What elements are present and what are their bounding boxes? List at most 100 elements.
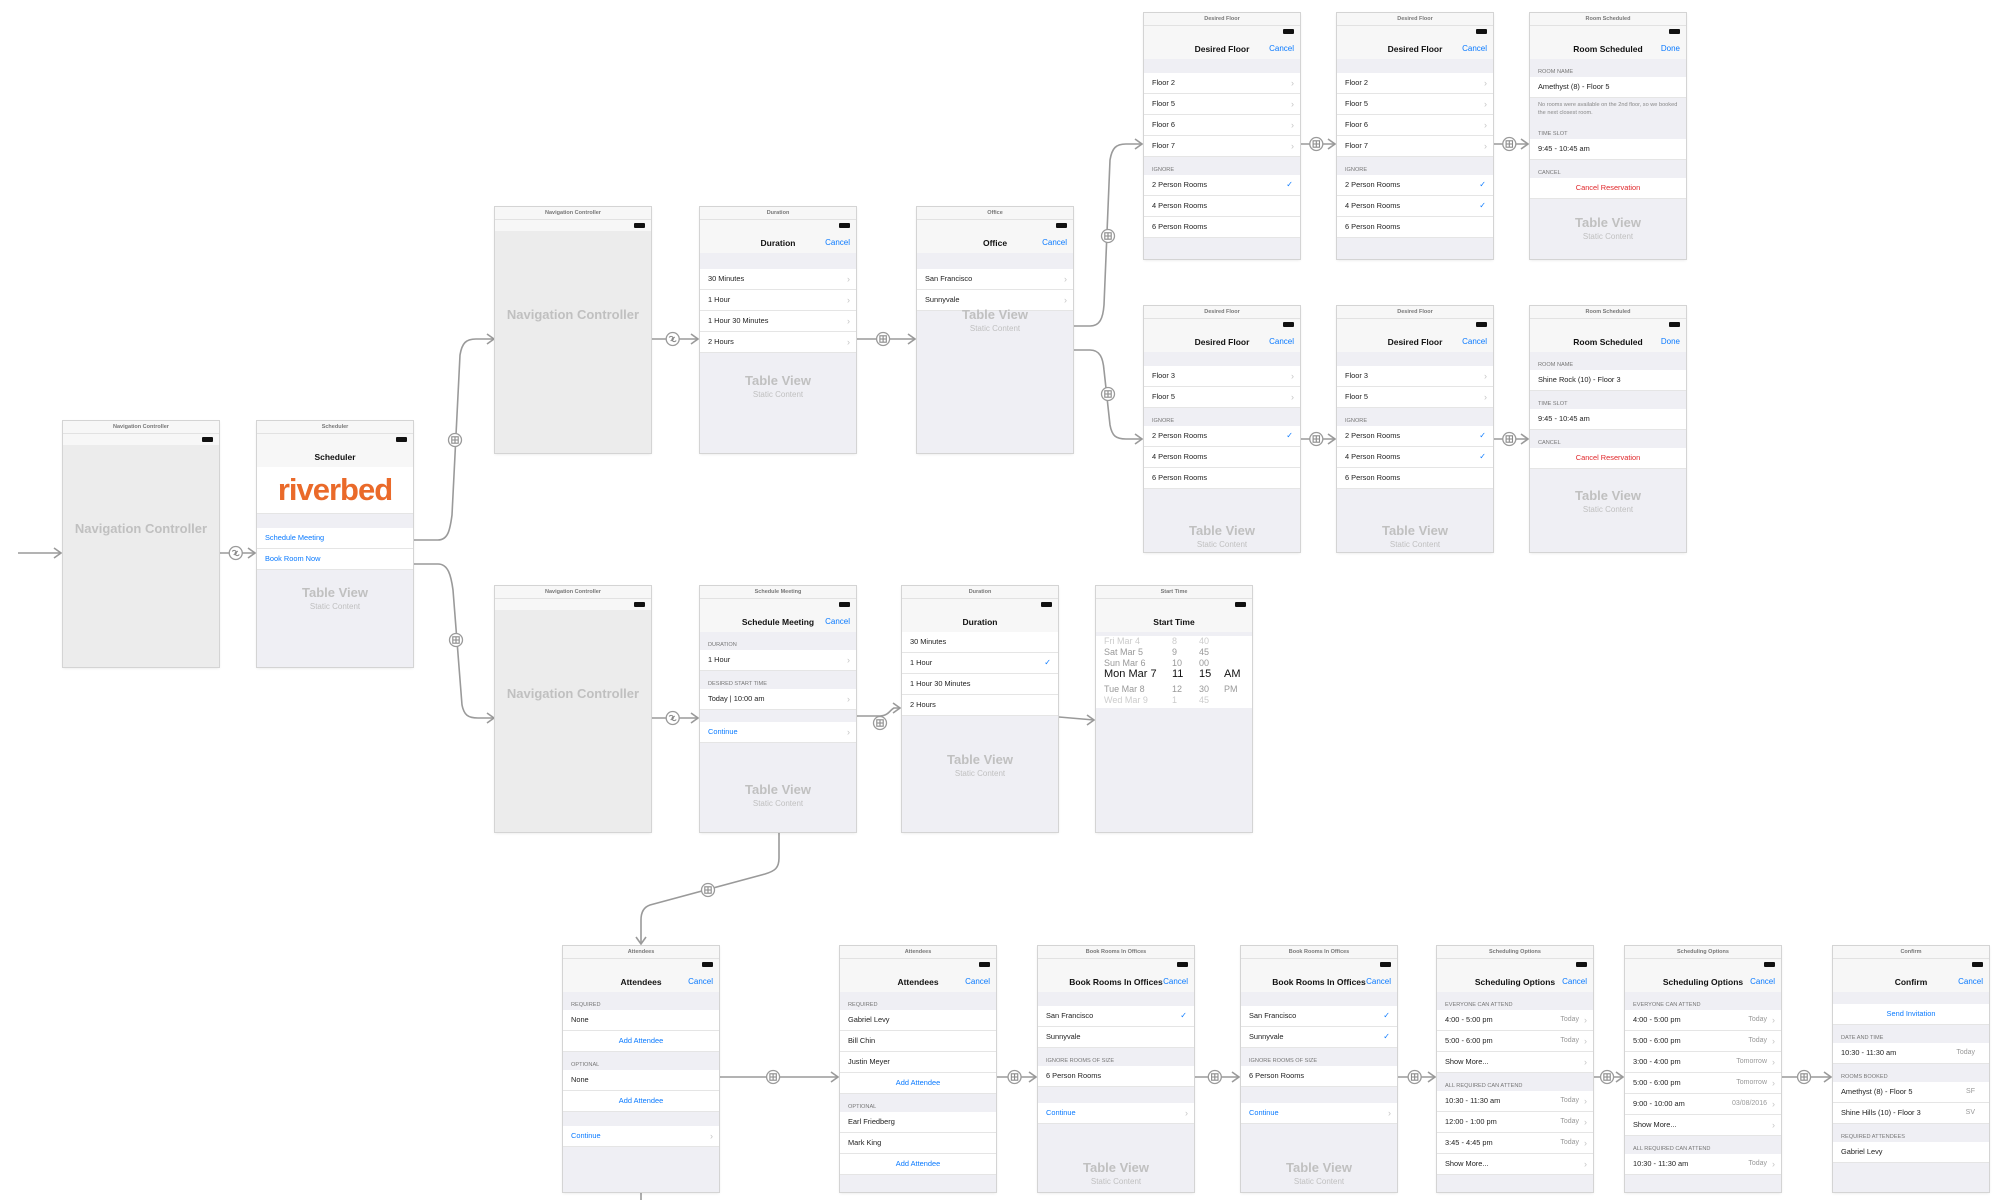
- add-attendee-button[interactable]: Add Attendee: [563, 1031, 719, 1052]
- ignore-size-row[interactable]: 4 Person Rooms: [1144, 447, 1300, 468]
- picker-ampm[interactable]: AM: [1224, 668, 1241, 680]
- floor-row[interactable]: Floor 5›: [1337, 94, 1493, 115]
- show-segue-icon[interactable]: [1599, 1069, 1615, 1085]
- floor-row[interactable]: Floor 6›: [1144, 115, 1300, 136]
- ignore-size-row[interactable]: 4 Person Rooms: [1144, 196, 1300, 217]
- floor-row[interactable]: Floor 7›: [1144, 136, 1300, 157]
- picker-minute[interactable]: 40: [1199, 636, 1210, 646]
- continue-button[interactable]: Continue›: [563, 1126, 719, 1147]
- picker-minute[interactable]: 45: [1199, 647, 1210, 657]
- scheduler-row[interactable]: Schedule Meeting: [257, 528, 413, 549]
- picker-day[interactable]: Wed Mar 9: [1104, 695, 1148, 705]
- show-segue-icon[interactable]: [1796, 1069, 1812, 1085]
- picker-minute[interactable]: 45: [1199, 695, 1210, 705]
- continue-button[interactable]: Continue›: [1038, 1103, 1194, 1124]
- relationship-segue-icon[interactable]: [665, 331, 680, 347]
- add-attendee-button[interactable]: Add Attendee: [563, 1091, 719, 1112]
- picker-ampm[interactable]: PM: [1224, 684, 1238, 694]
- picker-hour[interactable]: 12: [1172, 684, 1183, 694]
- add-attendee-button[interactable]: Add Attendee: [840, 1073, 996, 1094]
- cancel-button[interactable]: Cancel: [1562, 977, 1587, 986]
- show-segue-icon[interactable]: [1502, 136, 1517, 152]
- time-option-row[interactable]: Show More...›: [1437, 1052, 1593, 1073]
- office-row[interactable]: San Francisco✓: [1241, 1006, 1397, 1027]
- office-row[interactable]: San Francisco✓: [1038, 1006, 1194, 1027]
- send-invitation-button[interactable]: Send Invitation: [1833, 1004, 1989, 1025]
- picker-day[interactable]: Tue Mar 8: [1104, 684, 1145, 694]
- picker-hour[interactable]: 10: [1172, 658, 1183, 668]
- duration-row[interactable]: 1 Hour›: [700, 650, 856, 671]
- picker-hour[interactable]: 11: [1172, 668, 1184, 680]
- cancel-button[interactable]: Cancel: [1462, 44, 1487, 53]
- ignore-size-row[interactable]: 4 Person Rooms✓: [1337, 447, 1493, 468]
- show-segue-icon[interactable]: [1309, 136, 1324, 152]
- cancel-button[interactable]: Cancel: [1958, 977, 1983, 986]
- cancel-button[interactable]: Cancel: [1042, 238, 1067, 247]
- ignore-size-row[interactable]: 2 Person Rooms✓: [1337, 175, 1493, 196]
- cancel-button[interactable]: Cancel: [688, 977, 713, 986]
- duration-row[interactable]: 30 Minutes›: [700, 269, 856, 290]
- picker-day[interactable]: Sat Mar 5: [1104, 647, 1144, 657]
- picker-day[interactable]: Sun Mar 6: [1104, 658, 1146, 668]
- duration-row[interactable]: 1 Hour›: [700, 290, 856, 311]
- time-option-row[interactable]: Show More...›: [1437, 1154, 1593, 1175]
- floor-row[interactable]: Floor 2›: [1144, 73, 1300, 94]
- duration-row[interactable]: 1 Hour 30 Minutes: [902, 674, 1058, 695]
- picker-hour[interactable]: 8: [1172, 636, 1178, 646]
- ignore-size-row[interactable]: 6 Person Rooms: [1337, 217, 1493, 238]
- ignore-size-row[interactable]: 6 Person Rooms: [1144, 468, 1300, 489]
- floor-row[interactable]: Floor 6›: [1337, 115, 1493, 136]
- floor-row[interactable]: Floor 5›: [1144, 387, 1300, 408]
- show-segue-icon[interactable]: [448, 632, 464, 648]
- office-row[interactable]: Sunnyvale✓: [1241, 1027, 1397, 1048]
- floor-row[interactable]: Floor 5›: [1144, 94, 1300, 115]
- scheduler-row[interactable]: Book Room Now: [257, 549, 413, 570]
- cancel-button[interactable]: Cancel: [1462, 337, 1487, 346]
- ignore-size-row[interactable]: 2 Person Rooms✓: [1144, 426, 1300, 447]
- duration-row[interactable]: 2 Hours›: [700, 332, 856, 353]
- relationship-segue-icon[interactable]: [665, 710, 680, 726]
- floor-row[interactable]: Floor 5›: [1337, 387, 1493, 408]
- start-time-row[interactable]: Today | 10:00 am›: [700, 689, 856, 710]
- show-segue-icon[interactable]: [1407, 1069, 1422, 1085]
- office-row[interactable]: Sunnyvale›: [917, 290, 1073, 311]
- room-size-row[interactable]: 6 Person Rooms: [1241, 1066, 1397, 1087]
- picker-minute[interactable]: 00: [1199, 658, 1210, 668]
- done-button[interactable]: Done: [1660, 337, 1680, 346]
- show-segue-icon[interactable]: [1100, 386, 1116, 402]
- floor-row[interactable]: Floor 3›: [1144, 366, 1300, 387]
- cancel-button[interactable]: Cancel: [825, 238, 850, 247]
- duration-row[interactable]: 2 Hours: [902, 695, 1058, 716]
- show-segue-icon[interactable]: [765, 1069, 781, 1085]
- continue-button[interactable]: Continue›: [1241, 1103, 1397, 1124]
- cancel-reservation-button[interactable]: Cancel Reservation: [1530, 178, 1686, 199]
- cancel-reservation-button[interactable]: Cancel Reservation: [1530, 448, 1686, 469]
- show-segue-icon[interactable]: [1100, 228, 1116, 244]
- room-size-row[interactable]: 6 Person Rooms: [1038, 1066, 1194, 1087]
- cancel-button[interactable]: Cancel: [1163, 977, 1188, 986]
- office-row[interactable]: San Francisco›: [917, 269, 1073, 290]
- show-segue-icon[interactable]: [1207, 1069, 1222, 1085]
- picker-minute[interactable]: 15: [1199, 668, 1212, 680]
